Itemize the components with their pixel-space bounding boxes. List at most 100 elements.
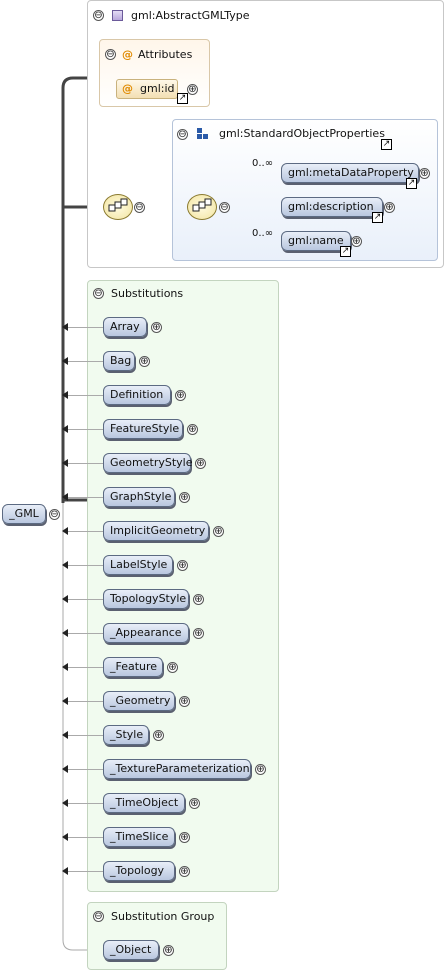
substitution-arrow-icon <box>62 833 68 841</box>
expand-icon[interactable]: ⊕ <box>177 560 188 571</box>
collapse-icon[interactable]: ⊖ <box>93 10 104 21</box>
link-arrow-icon[interactable]: ↗ <box>177 93 188 104</box>
substitution-connector <box>68 565 103 566</box>
substitution-arrow-icon <box>62 493 68 501</box>
substitution-arrow-icon <box>62 357 68 365</box>
expand-icon[interactable]: ⊕ <box>351 236 362 247</box>
substitution-connector <box>68 735 103 736</box>
occurrence-label: 0..∞ <box>252 158 274 169</box>
substitution-item[interactable]: _Topology <box>103 861 175 881</box>
collapse-icon[interactable]: ⊖ <box>49 509 60 520</box>
expand-icon[interactable]: ⊕ <box>213 526 224 537</box>
expand-icon[interactable]: ⊕ <box>179 832 190 843</box>
substitution-arrow-icon <box>62 731 68 739</box>
substitution-arrow-icon <box>62 561 68 569</box>
substitution-arrow-icon <box>62 527 68 535</box>
substitution-connector <box>68 837 103 838</box>
occurrence-label: 0..∞ <box>252 228 274 239</box>
substitution-connector <box>68 429 103 430</box>
substitution-arrow-icon <box>62 799 68 807</box>
collapse-icon[interactable]: ⊖ <box>93 288 104 299</box>
attribute-node[interactable]: @ gml:id <box>116 79 178 99</box>
substitution-connector <box>68 667 103 668</box>
element-description[interactable]: gml:description <box>281 197 383 217</box>
substitution-item[interactable]: _Geometry <box>103 691 175 711</box>
substitution-arrow-icon <box>62 697 68 705</box>
substitution-arrow-icon <box>62 323 68 331</box>
link-arrow-icon[interactable]: ↗ <box>406 178 417 189</box>
expand-icon[interactable]: ⊕ <box>255 764 266 775</box>
substitution-arrow-icon <box>62 425 68 433</box>
substitution-item[interactable]: GraphStyle <box>103 487 175 507</box>
substitution-connector <box>68 463 103 464</box>
link-arrow-icon[interactable]: ↗ <box>340 246 351 257</box>
expand-icon[interactable]: ⊕ <box>193 628 204 639</box>
substitution-connector <box>68 497 103 498</box>
substitution-item[interactable]: LabelStyle <box>103 555 173 575</box>
expand-icon[interactable]: ⊕ <box>193 594 204 605</box>
substitution-arrow-icon <box>62 663 68 671</box>
substitution-arrow-icon <box>62 391 68 399</box>
substitution-connector <box>68 531 103 532</box>
expand-icon[interactable]: ⊕ <box>179 696 190 707</box>
substitution-item[interactable]: _TextureParameterization <box>103 759 251 779</box>
substitutions-panel: ⊖ Substitutions <box>87 280 279 892</box>
element-metadataproperty[interactable]: gml:metaDataProperty <box>281 163 419 183</box>
substitution-item[interactable]: _Appearance <box>103 623 189 643</box>
sequence-compositor[interactable] <box>103 194 133 220</box>
substitution-connector <box>68 395 103 396</box>
collapse-icon[interactable]: ⊖ <box>177 129 188 140</box>
substitution-item[interactable]: Definition <box>103 385 171 405</box>
expand-icon[interactable]: ⊕ <box>187 424 198 435</box>
collapse-icon[interactable]: ⊖ <box>93 911 104 922</box>
element-object[interactable]: _Object <box>103 940 159 960</box>
expand-icon[interactable]: ⊕ <box>187 84 198 95</box>
attribute-at-icon: @ <box>122 82 133 95</box>
substitutions-header: Substitutions <box>111 287 184 300</box>
substitution-connector <box>68 327 103 328</box>
substitution-item[interactable]: _Style <box>103 725 149 745</box>
expand-icon[interactable]: ⊕ <box>419 168 430 179</box>
expand-icon[interactable]: ⊕ <box>189 798 200 809</box>
expand-icon[interactable]: ⊕ <box>163 945 174 956</box>
base-type-title: gml:AbstractGMLType <box>131 9 250 22</box>
substitution-connector <box>68 701 103 702</box>
substitution-item[interactable]: _Feature <box>103 657 163 677</box>
substitution-item[interactable]: _TimeObject <box>103 793 185 813</box>
expand-icon[interactable]: ⊕ <box>179 866 190 877</box>
link-arrow-icon[interactable]: ↗ <box>381 139 392 150</box>
expand-icon[interactable]: ⊕ <box>384 202 395 213</box>
expand-icon[interactable]: ⊕ <box>151 322 162 333</box>
substitution-item[interactable]: _TimeSlice <box>103 827 175 847</box>
substitution-connector <box>68 769 103 770</box>
substitution-group-header: Substitution Group <box>111 910 215 923</box>
substitution-item[interactable]: Bag <box>103 351 135 371</box>
substitution-item[interactable]: Array <box>103 317 147 337</box>
link-arrow-icon[interactable]: ↗ <box>372 212 383 223</box>
root-element[interactable]: _GML <box>2 504 46 524</box>
substitution-connector <box>68 803 103 804</box>
substitution-arrow-icon <box>62 459 68 467</box>
sequence-compositor[interactable] <box>187 194 217 220</box>
element-name[interactable]: gml:name <box>281 231 351 251</box>
expand-icon[interactable]: ⊕ <box>175 390 186 401</box>
group-icon <box>197 128 208 139</box>
collapse-icon[interactable]: ⊖ <box>219 202 230 213</box>
substitution-item[interactable]: GeometryStyle <box>103 453 192 473</box>
substitution-arrow-icon <box>62 629 68 637</box>
substitution-arrow-icon <box>62 867 68 875</box>
expand-icon[interactable]: ⊕ <box>195 458 206 469</box>
expand-icon[interactable]: ⊕ <box>167 662 178 673</box>
substitution-item[interactable]: TopologyStyle <box>103 589 189 609</box>
collapse-icon[interactable]: ⊖ <box>105 49 116 60</box>
collapse-icon[interactable]: ⊖ <box>134 202 145 213</box>
expand-icon[interactable]: ⊕ <box>153 730 164 741</box>
expand-icon[interactable]: ⊕ <box>139 356 150 367</box>
substitution-item[interactable]: FeatureStyle <box>103 419 183 439</box>
attribute-label: gml:id <box>140 82 175 95</box>
expand-icon[interactable]: ⊕ <box>179 492 190 503</box>
substitution-item[interactable]: ImplicitGeometry <box>103 521 209 541</box>
substitution-connector <box>68 361 103 362</box>
substitution-arrow-icon <box>62 595 68 603</box>
substitution-connector <box>68 633 103 634</box>
